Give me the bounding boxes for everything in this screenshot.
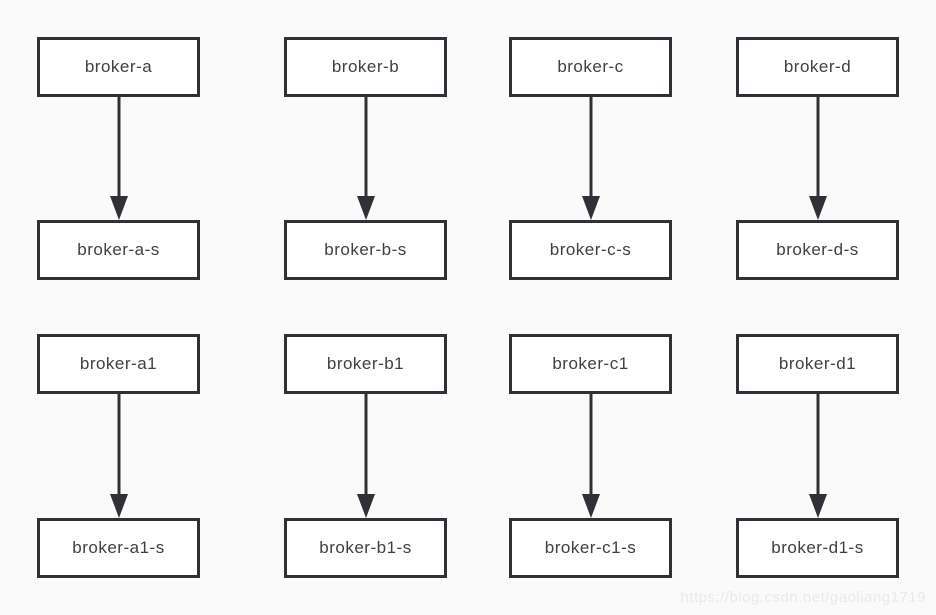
arrow-broker-b1-to-broker-b1-s [284,394,447,518]
node-broker-b-s: broker-b-s [284,220,447,280]
arrowhead-down-icon [356,494,375,518]
arrow-broker-c1-to-broker-c1-s [509,394,672,518]
node-broker-d1-s: broker-d1-s [736,518,899,578]
node-broker-b: broker-b [284,37,447,97]
arrowhead-down-icon [109,196,128,220]
node-broker-b1-s: broker-b1-s [284,518,447,578]
arrow-broker-a1-to-broker-a1-s [37,394,200,518]
node-broker-d-s: broker-d-s [736,220,899,280]
node-broker-d1: broker-d1 [736,334,899,394]
pair-broker-b1: broker-b1 broker-b1-s [284,334,447,578]
arrow-shaft [364,394,367,496]
arrow-shaft [816,97,819,198]
arrow-broker-d1-to-broker-d1-s [736,394,899,518]
pair-broker-d: broker-d broker-d-s [736,37,899,280]
arrowhead-down-icon [581,494,600,518]
arrow-broker-b-to-broker-b-s [284,97,447,220]
pair-broker-c: broker-c broker-c-s [509,37,672,280]
arrow-shaft [589,97,592,198]
pair-broker-a: broker-a broker-a-s [37,37,200,280]
arrowhead-down-icon [581,196,600,220]
node-broker-d: broker-d [736,37,899,97]
pair-broker-d1: broker-d1 broker-d1-s [736,334,899,578]
node-broker-a1: broker-a1 [37,334,200,394]
node-broker-c1: broker-c1 [509,334,672,394]
arrowhead-down-icon [356,196,375,220]
node-broker-a1-s: broker-a1-s [37,518,200,578]
node-broker-c: broker-c [509,37,672,97]
arrow-broker-d-to-broker-d-s [736,97,899,220]
arrow-shaft [117,394,120,496]
arrow-broker-a-to-broker-a-s [37,97,200,220]
arrow-shaft [816,394,819,496]
arrow-shaft [364,97,367,198]
arrowhead-down-icon [109,494,128,518]
arrowhead-down-icon [808,196,827,220]
node-broker-b1: broker-b1 [284,334,447,394]
node-broker-c1-s: broker-c1-s [509,518,672,578]
node-broker-a-s: broker-a-s [37,220,200,280]
arrow-broker-c-to-broker-c-s [509,97,672,220]
arrow-shaft [589,394,592,496]
pair-broker-a1: broker-a1 broker-a1-s [37,334,200,578]
node-broker-a: broker-a [37,37,200,97]
node-broker-c-s: broker-c-s [509,220,672,280]
watermark: https://blog.csdn.net/gaoliang1719 [680,589,926,606]
arrow-shaft [117,97,120,198]
pair-broker-b: broker-b broker-b-s [284,37,447,280]
pair-broker-c1: broker-c1 broker-c1-s [509,334,672,578]
arrowhead-down-icon [808,494,827,518]
